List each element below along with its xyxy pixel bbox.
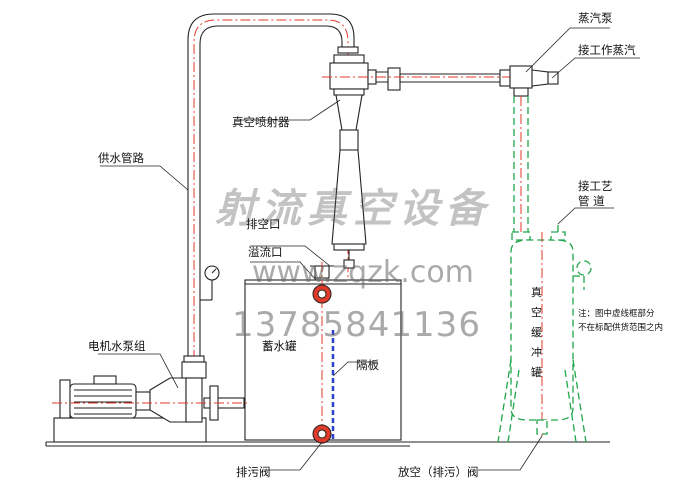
label-working-steam: 接工作蒸汽 bbox=[578, 43, 636, 57]
vacuum-ejector bbox=[322, 54, 520, 269]
label-storage-tank: 蓄水罐 bbox=[262, 339, 297, 353]
label-overflow-port: 溢流口 bbox=[248, 245, 283, 259]
steam-pump bbox=[509, 65, 559, 97]
label-baffle: 隔板 bbox=[356, 358, 379, 372]
watermark-company: 射流真空设备 bbox=[215, 185, 491, 232]
label-vent-drain-valve: 放空（排污）阀 bbox=[398, 465, 479, 479]
overflow-valve bbox=[312, 284, 332, 304]
label-note-line1: 注：图中虚线框部分 bbox=[578, 308, 655, 319]
label-buffer-tank: 真空缓冲罐 bbox=[531, 285, 542, 379]
motor-pump-set bbox=[52, 361, 250, 443]
label-process-pipe-line1: 接工艺 bbox=[578, 179, 613, 193]
label-note-line2: 不在标配供货范围之内 bbox=[578, 322, 663, 333]
pressure-gauge-supply bbox=[200, 265, 220, 301]
label-vacuum-ejector: 真空喷射器 bbox=[232, 115, 290, 129]
label-water-supply-pipe: 供水管路 bbox=[98, 151, 144, 165]
vacuum-buffer-tank bbox=[497, 96, 592, 443]
leader-lines bbox=[98, 27, 640, 471]
watermark-phone: 13785841136 bbox=[232, 305, 481, 345]
watermark-website: www.zqzk.com bbox=[252, 255, 474, 290]
label-motor-pump-set: 电机水泵组 bbox=[88, 339, 146, 353]
water-supply-pipe bbox=[183, 13, 359, 363]
label-exhaust-port: 排空口 bbox=[246, 217, 281, 231]
label-steam-pump: 蒸汽泵 bbox=[578, 11, 613, 25]
drain-valve bbox=[312, 424, 332, 444]
ground-line bbox=[45, 441, 610, 447]
label-drain-valve: 排污阀 bbox=[236, 465, 271, 479]
watermark: 射流真空设备 www.zqzk.com 13785841136 bbox=[215, 185, 491, 345]
labels: 蒸汽泵 接工作蒸汽 真空喷射器 供水管路 接工艺 管 道 排空口 溢流口 蓄水罐… bbox=[88, 11, 663, 479]
storage-tank bbox=[244, 279, 402, 441]
label-process-pipe-line2: 管 道 bbox=[578, 194, 605, 208]
